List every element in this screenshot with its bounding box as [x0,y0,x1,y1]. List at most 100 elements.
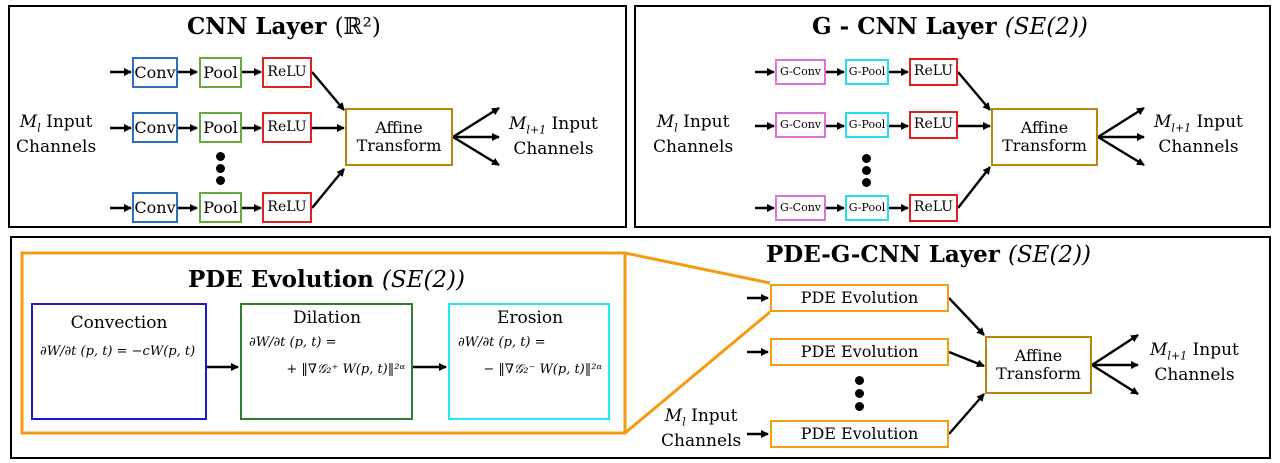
input-symbol: M [664,406,683,426]
pde-evolution-label: PDE Evolution [800,342,919,362]
gconv-label: G-Conv [779,64,822,78]
affine-label-line2: Transform [996,364,1081,383]
ellipsis-dot [862,178,871,187]
input-text-line2: Channels [16,136,97,157]
input-symbol: M [19,112,38,132]
input-text-line2: Channels [661,430,742,451]
output-symbol: M [1154,112,1172,132]
gcnn-gconv-box-3: G-Conv [775,195,826,221]
ellipsis-dot [216,176,225,185]
cnn-conv-label: Conv [134,62,176,82]
pde-evolution-label: PDE Evolution [800,288,919,308]
ellipsis-dot [855,389,864,398]
cnn-conv-box-1: Conv [132,57,178,88]
gcnn-gconv-box-1: G-Conv [775,59,826,85]
dilation-content: Dilation ∂W/∂t (p, t) = + ‖∇𝒢₂⁺ W(p, t)‖… [249,308,405,378]
input-text-line2: Channels [653,136,734,157]
cnn-affine-box: Affine Transform [345,108,453,166]
cnn-pool-label: Pool [203,62,238,82]
inset-title-math: (SE(2)) [381,267,465,293]
inset-title-text: PDE Evolution [188,266,374,293]
output-text-line2: Channels [1158,136,1239,157]
pde-gcnn-panel [10,236,1271,459]
dilation-equation-line1: ∂W/∂t (p, t) = [249,335,337,351]
output-symbol: M [1150,340,1168,360]
cnn-pool-label: Pool [203,197,238,217]
affine-label-line1: Affine [375,118,423,138]
convection-box [31,303,207,420]
pde-evolution-inset-title: PDE Evolution (SE(2)) [188,266,465,293]
input-subscript: l [682,415,686,429]
cnn-title-math: (ℝ²) [334,14,381,40]
output-subscript: l+1 [1167,349,1188,363]
cnn-conv-label: Conv [134,117,176,137]
ellipsis-dot [855,376,864,385]
gcnn-affine-box: Affine Transform [991,108,1098,166]
affine-label-line2: Transform [1002,136,1087,155]
gcnn-input-label: Ml Input Channels [653,111,733,158]
ellipsis-dot [862,154,871,163]
input-text: Input [677,112,730,132]
pde-input-label: Ml Input Channels [661,405,741,452]
cnn-panel [8,5,627,228]
gcnn-gpool-box-1: G-Pool [845,59,889,85]
erosion-equation-line1: ∂W/∂t (p, t) = [458,335,546,351]
convection-equation: ∂W/∂t (p, t) = −cW(p, t) [40,344,196,360]
ellipsis-dot [216,152,225,161]
pde-evolution-box-2: PDE Evolution [770,338,949,366]
cnn-conv-box-3: Conv [132,192,178,223]
pde-gcnn-title-math: (SE(2)) [1007,242,1092,268]
output-text: Input [1191,112,1243,132]
gconv-label: G-Conv [779,200,822,214]
gcnn-gpool-box-3: G-Pool [845,195,889,221]
convection-content: Convection ∂W/∂t (p, t) = −cW(p, t) [40,313,198,361]
gcnn-title-math: (SE(2)) [1004,14,1088,40]
output-text-line2: Channels [1154,364,1235,385]
gcnn-relu-label: ReLU [913,116,954,133]
affine-label-line1: Affine [1020,118,1069,138]
input-subscript: l [674,121,678,135]
cnn-pool-box-3: Pool [199,192,242,223]
gcnn-output-label: Ml+1 Input Channels [1154,111,1243,158]
cnn-relu-box-1: ReLU [262,57,312,88]
pde-evolution-label: PDE Evolution [800,424,919,444]
affine-label-line2: Transform [356,136,442,155]
cnn-conv-box-2: Conv [132,112,178,143]
pde-output-label: Ml+1 Input Channels [1150,339,1239,386]
ellipsis-dot [216,164,225,173]
output-symbol: M [509,114,527,134]
cnn-pool-box-1: Pool [199,57,242,88]
gcnn-gpool-box-2: G-Pool [845,112,889,138]
gcnn-relu-box-2: ReLU [909,111,958,139]
erosion-equation-line2: − ‖∇𝒢₂⁻ W(p, t)‖²ᵅ [483,361,602,377]
gcnn-title: G - CNN Layer (SE(2)) [812,13,1088,40]
cnn-pool-label: Pool [203,117,238,137]
gpool-label: G-Pool [848,64,886,78]
cnn-relu-label: ReLU [267,118,307,135]
output-text: Input [546,114,598,134]
gcnn-relu-label: ReLU [913,63,954,80]
cnn-output-label: Ml+1 Input Channels [509,113,598,160]
ellipsis-dot [855,402,864,411]
cnn-title: CNN Layer (ℝ²) [187,13,381,40]
pde-affine-box: Affine Transform [985,336,1092,394]
cnn-relu-box-2: ReLU [262,112,312,143]
cnn-pool-box-2: Pool [199,112,242,143]
input-text: Input [40,112,93,132]
gcnn-title-text: G - CNN Layer [812,13,997,40]
dilation-name: Dilation [292,308,362,328]
output-text: Input [1187,340,1239,360]
pde-evolution-box-3: PDE Evolution [770,420,949,448]
ellipsis-dot [862,166,871,175]
gcnn-relu-box-3: ReLU [909,194,958,222]
gcnn-gconv-box-2: G-Conv [775,112,826,138]
dilation-box [240,303,413,420]
pde-evolution-box-1: PDE Evolution [770,284,949,312]
gpool-label: G-Pool [848,200,886,214]
convection-name: Convection [70,313,168,333]
cnn-input-label: Ml Input Channels [16,111,96,158]
cnn-relu-label: ReLU [267,198,307,215]
output-subscript: l+1 [526,123,547,137]
input-text: Input [685,406,738,426]
